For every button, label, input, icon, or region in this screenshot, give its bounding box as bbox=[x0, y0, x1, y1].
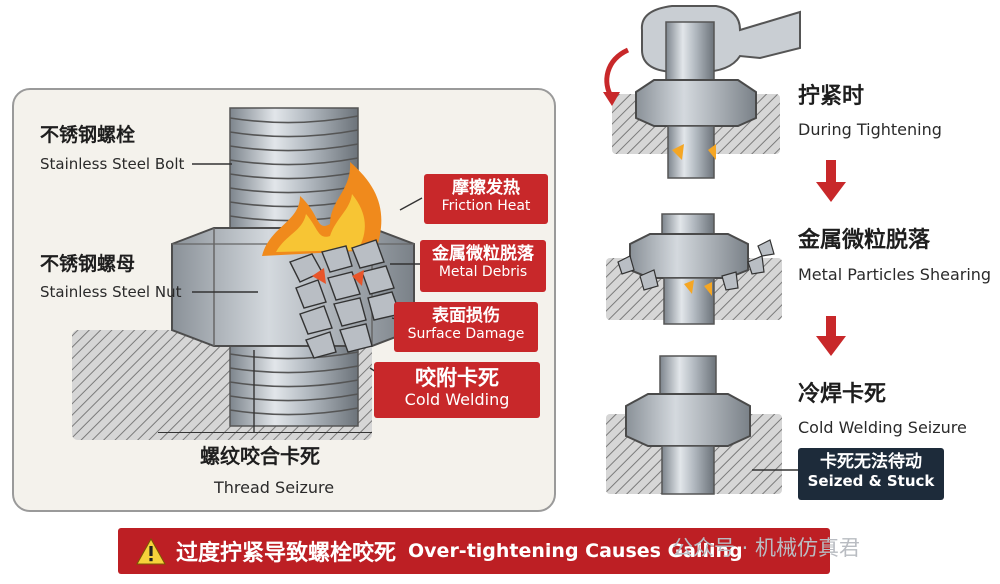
step2-illustration bbox=[606, 213, 782, 325]
leader-lines bbox=[192, 163, 423, 432]
step3-label-en: Cold Welding Seizure bbox=[798, 418, 967, 437]
result-box-seized: 卡死无法待动 Seized & Stuck bbox=[798, 448, 944, 500]
step1-label-en: During Tightening bbox=[798, 120, 942, 139]
metal-debris-cluster bbox=[289, 239, 401, 359]
result-box-cn: 卡死无法待动 bbox=[820, 452, 922, 472]
callout-cold-welding-cn: 咬附卡死 bbox=[415, 366, 499, 390]
flame-icon bbox=[262, 162, 382, 256]
callout-surface-damage: 表面损伤 Surface Damage bbox=[394, 302, 538, 352]
arrow-down-icon-2 bbox=[816, 316, 846, 356]
arrow-down-icon bbox=[816, 160, 846, 202]
callout-surface-damage-en: Surface Damage bbox=[407, 325, 525, 342]
callout-metal-debris-cn: 金属微粒脱落 bbox=[432, 244, 534, 264]
step3-illustration bbox=[606, 355, 782, 495]
step2-label-en: Metal Particles Shearing bbox=[798, 265, 992, 284]
banner-title-cn: 过度拧紧导致螺栓咬死 bbox=[176, 541, 397, 566]
nut-label-en: Stainless Steel Nut bbox=[40, 283, 182, 301]
thread-label-cn: 螺纹咬合卡死 bbox=[200, 444, 320, 468]
bolt-label-cn: 不锈钢螺栓 bbox=[40, 124, 136, 146]
nut-label-cn: 不锈钢螺母 bbox=[40, 253, 136, 275]
callout-friction-heat-cn: 摩擦发热 bbox=[452, 178, 520, 198]
callout-metal-debris-en: Metal Debris bbox=[438, 263, 528, 280]
bottom-banner: 过度拧紧导致螺栓咬死 Over-tightening Causes Gallin… bbox=[118, 528, 830, 574]
thread-label-divider bbox=[158, 432, 372, 433]
callout-friction-heat: 摩擦发热 Friction Heat bbox=[424, 174, 548, 224]
result-box-en: Seized & Stuck bbox=[807, 471, 935, 490]
callout-cold-welding-en: Cold Welding bbox=[404, 390, 510, 410]
watermark-text: 公众号 · 机械仿真君 bbox=[672, 536, 861, 560]
thread-label-en: Thread Seizure bbox=[214, 478, 335, 497]
callout-metal-debris: 金属微粒脱落 Metal Debris bbox=[420, 240, 546, 292]
step3-label-cn: 冷焊卡死 bbox=[798, 382, 887, 407]
step1-illustration bbox=[603, 5, 801, 179]
step1-label-cn: 拧紧时 bbox=[798, 84, 865, 109]
banner-title-en: Over-tightening Causes Galling bbox=[408, 540, 743, 562]
step2-label-cn: 金属微粒脱落 bbox=[798, 228, 931, 253]
warning-icon bbox=[136, 537, 166, 564]
callout-cold-welding: 咬附卡死 Cold Welding bbox=[374, 362, 540, 418]
callout-friction-heat-en: Friction Heat bbox=[441, 197, 531, 214]
bolt-label-en: Stainless Steel Bolt bbox=[40, 155, 185, 173]
callout-surface-damage-cn: 表面损伤 bbox=[432, 306, 500, 326]
